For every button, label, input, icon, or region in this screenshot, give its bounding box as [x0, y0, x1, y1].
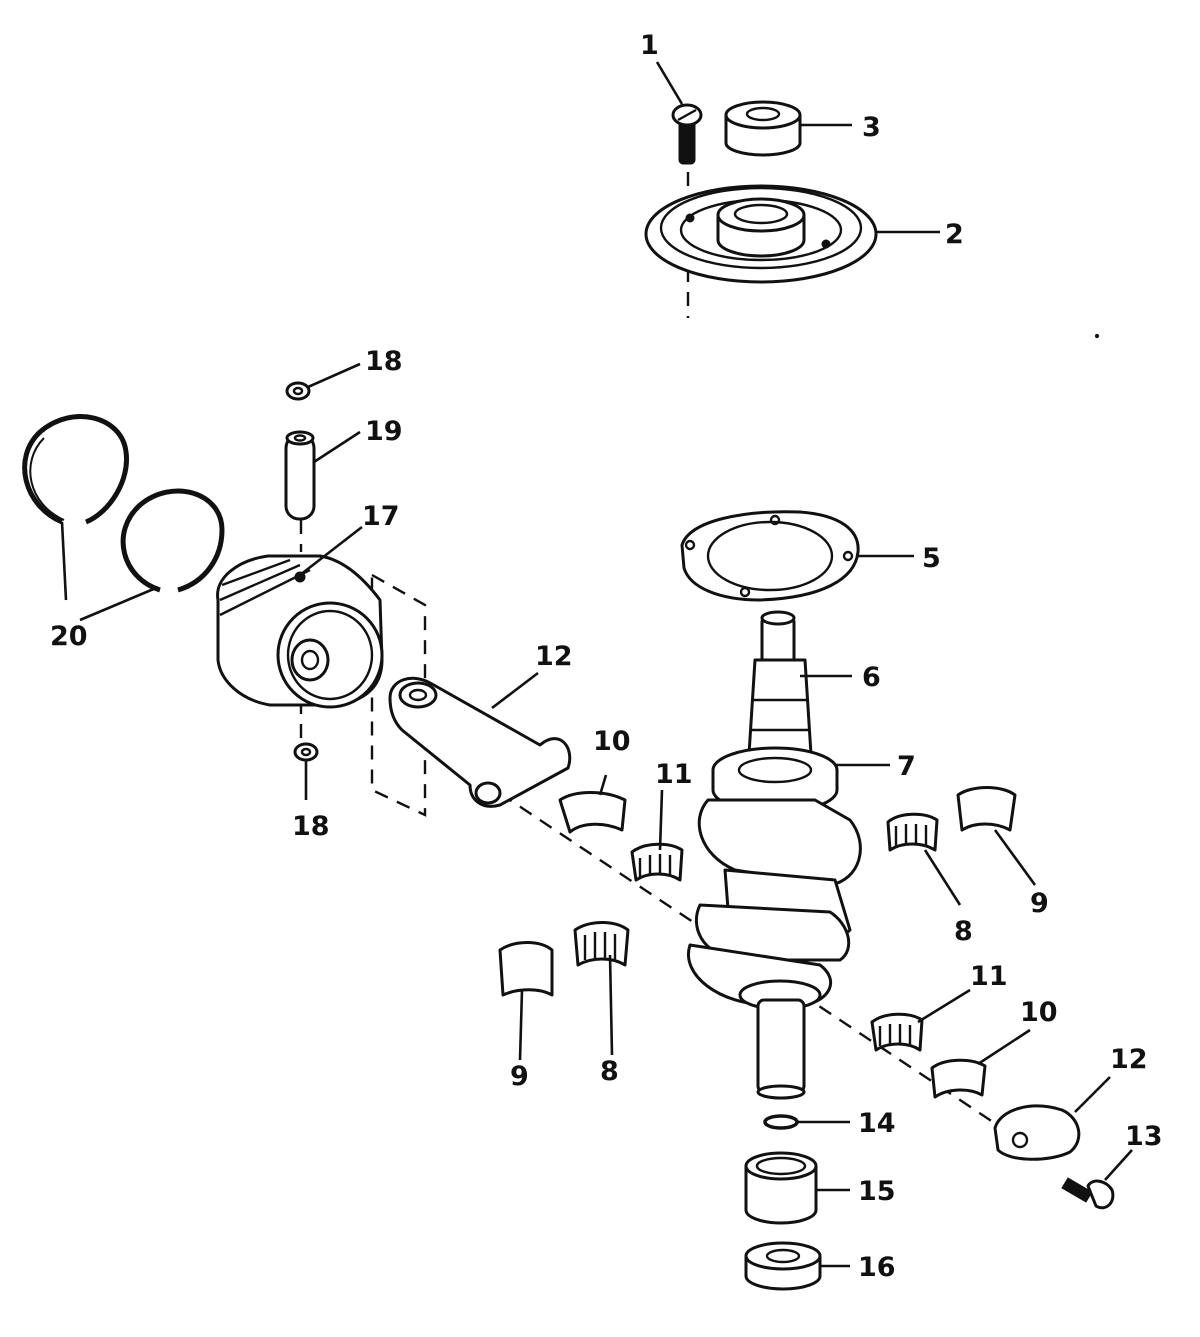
part-rod-cap: [993, 1104, 1081, 1161]
callout-15: 15: [858, 1176, 896, 1207]
callout-12-lower: 12: [1110, 1044, 1148, 1075]
part-piston-pin-clip-upper: [285, 381, 311, 401]
part-bearing-half-9-right: [956, 786, 1017, 832]
callout-6: 6: [862, 662, 881, 693]
leader-lines: [60, 61, 1133, 1268]
part-bearing-half-9-left: [498, 941, 554, 997]
part-end-cap: [644, 184, 878, 284]
assembly-guide-lines: [299, 148, 1021, 1141]
callout-8-right: 8: [954, 916, 973, 947]
part-needle-bearing-11-lower: [870, 1012, 924, 1052]
part-piston-pin: [284, 430, 316, 521]
part-piston: [216, 554, 384, 709]
callout-20: 20: [50, 621, 88, 652]
callout-labels: 1 2 3 5 6 7 8 8 9 9 10 10 11 11 12 12 13…: [50, 30, 1163, 1283]
part-needle-bearing-8-left: [573, 921, 630, 967]
callout-8-left: 8: [600, 1056, 619, 1087]
part-piston-rings: [22, 414, 225, 593]
callout-3: 3: [862, 112, 881, 143]
part-oil-seal-upper: [724, 100, 802, 157]
callout-17: 17: [362, 501, 400, 532]
callout-11-lower: 11: [970, 961, 1008, 992]
callout-2: 2: [945, 219, 964, 250]
part-screw: [671, 103, 703, 165]
speck: [1094, 333, 1100, 339]
callout-16: 16: [858, 1252, 896, 1283]
part-crankshaft: [687, 610, 862, 1100]
part-connecting-rod: [388, 676, 572, 808]
part-bearing-half-10-upper: [558, 791, 627, 834]
callout-9-left: 9: [510, 1061, 529, 1092]
part-o-ring: [763, 1114, 799, 1130]
callout-18-lower: 18: [292, 811, 330, 842]
part-bearing-half-10-lower: [930, 1058, 987, 1099]
callout-1: 1: [640, 30, 659, 61]
callout-18-upper: 18: [365, 346, 403, 377]
callout-13: 13: [1125, 1121, 1163, 1152]
part-needle-bearing-11-upper: [630, 842, 684, 882]
part-gasket: [680, 510, 860, 602]
part-needle-bearing-8-right: [886, 812, 939, 852]
part-piston-pin-clip-lower: [293, 742, 319, 762]
callout-7: 7: [897, 751, 916, 782]
callout-5: 5: [922, 543, 941, 574]
part-oil-seal-lower: [744, 1241, 822, 1291]
callout-12-upper: 12: [535, 641, 573, 672]
callout-9-right: 9: [1030, 888, 1049, 919]
callout-19: 19: [365, 416, 403, 447]
callout-10-lower: 10: [1020, 997, 1058, 1028]
part-bearing-sleeve: [744, 1151, 818, 1225]
callout-11-upper: 11: [655, 759, 693, 790]
callout-10-upper: 10: [593, 726, 631, 757]
callout-14: 14: [858, 1108, 896, 1139]
part-rod-bolt: [1061, 1177, 1115, 1210]
